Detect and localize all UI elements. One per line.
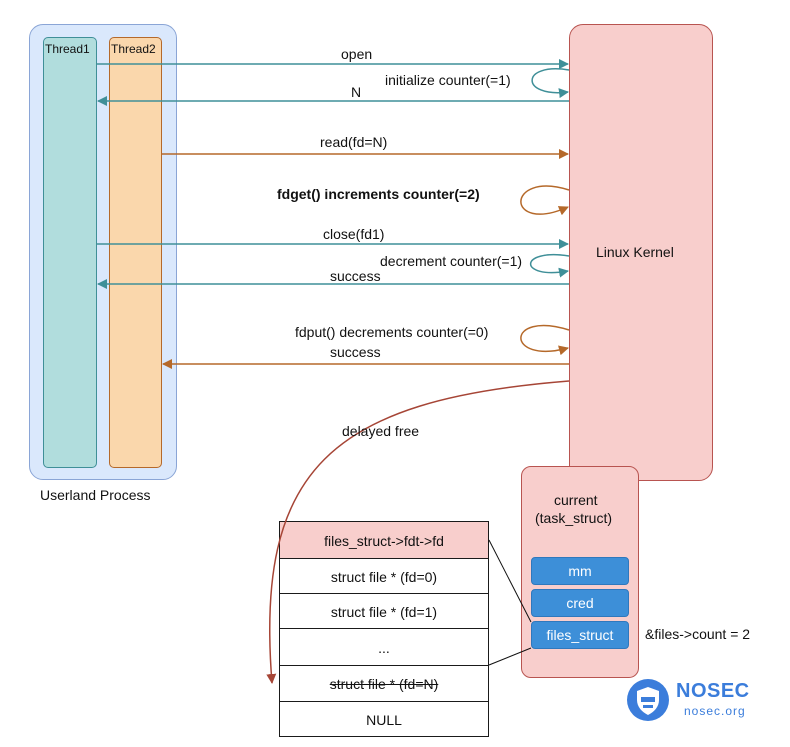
fdput-loop — [520, 324, 570, 356]
fdget-label: fdget() increments counter(=2) — [277, 186, 480, 202]
delayed-free-label: delayed free — [342, 423, 420, 439]
linux-kernel-box — [569, 24, 713, 481]
read-label: read(fd=N) — [320, 134, 388, 150]
thread1-lane — [43, 37, 97, 468]
fd-row-ellipsis: ... — [279, 628, 489, 666]
files-count-label: &files->count = 2 — [645, 626, 751, 642]
open-label: open — [341, 46, 373, 62]
userland-process-label: Userland Process — [40, 487, 151, 503]
nosec-logo: NOSEC nosec.org — [626, 678, 776, 724]
init-counter-loop — [531, 68, 570, 99]
decrement-label: decrement counter(=1) — [380, 253, 523, 269]
init-counter-label: initialize counter(=1) — [385, 72, 511, 88]
fdget-loop — [520, 185, 570, 216]
fdput-label: fdput() decrements counter(=0) — [295, 324, 489, 340]
field-mm: mm — [531, 557, 629, 585]
linux-kernel-label: Linux Kernel — [596, 244, 674, 260]
current-subtitle: (task_struct) — [535, 510, 613, 526]
close-label: close(fd1) — [323, 226, 385, 242]
field-cred: cred — [531, 589, 629, 617]
decrement-loop — [529, 254, 570, 278]
success1-label: success — [330, 268, 381, 284]
thread1-label: Thread1 — [45, 42, 90, 56]
files-struct-link-top — [488, 539, 532, 623]
thread2-lane — [109, 37, 162, 468]
fd-row-null: NULL — [279, 701, 489, 737]
nosec-shield-icon — [627, 679, 669, 721]
fd-table-header: files_struct->fdt->fd — [279, 521, 489, 559]
thread2-label: Thread2 — [111, 42, 156, 56]
field-files-struct: files_struct — [531, 621, 629, 649]
success2-label: success — [330, 344, 381, 360]
fd-row-1: struct file * (fd=1) — [279, 593, 489, 629]
files-struct-link-bottom — [488, 647, 532, 666]
n-return-label: N — [351, 84, 362, 100]
current-title: current — [554, 492, 598, 508]
nosec-logo-name: NOSEC — [676, 680, 750, 702]
delayed-free-arrow — [266, 380, 570, 684]
nosec-logo-domain: nosec.org — [684, 704, 746, 718]
